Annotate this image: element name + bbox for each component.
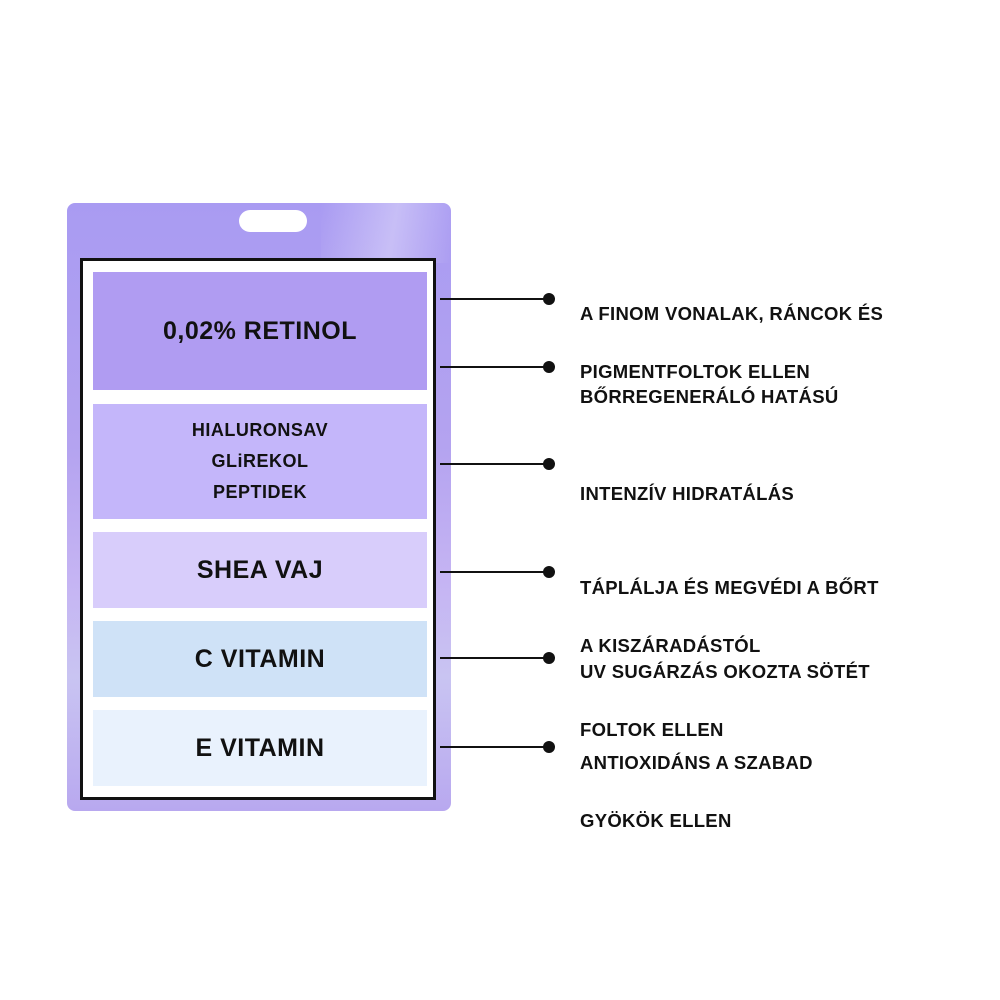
benefit-line: ANTIOXIDÁNS A SZABAD xyxy=(580,752,813,773)
connector-line xyxy=(440,361,555,373)
connector-line xyxy=(440,741,555,753)
ingredient-label: SHEA VAJ xyxy=(196,555,324,584)
ingredient-label: HIALURONSAV xyxy=(191,420,329,440)
connector-line xyxy=(440,652,555,664)
benefit-line: A FINOM VONALAK, RÁNCOK ÉS xyxy=(580,303,884,324)
benefit-line: BŐRREGENERÁLÓ HATÁSÚ xyxy=(580,386,839,407)
benefit-line: PIGMENTFOLTOK ELLEN xyxy=(580,361,811,382)
hang-hole xyxy=(239,210,307,232)
benefit-text: TÁPLÁLJA ÉS MEGVÉDI A BŐRT A KISZÁRADÁST… xyxy=(580,544,940,689)
ingredient-band-retinol: 0,02% RETINOL xyxy=(93,272,427,390)
ingredient-band-vitamin-c: C VITAMIN xyxy=(93,621,427,697)
ingredient-label: C VITAMIN xyxy=(194,644,326,673)
ingredient-band-vitamin-e: E VITAMIN xyxy=(93,710,427,786)
benefit-line: TÁPLÁLJA ÉS MEGVÉDI A BŐRT xyxy=(580,577,879,598)
benefit-line: FOLTOK ELLEN xyxy=(580,719,724,740)
ingredient-label: 0,02% RETINOL xyxy=(162,316,358,345)
connector-line xyxy=(440,293,555,305)
ingredient-label: E VITAMIN xyxy=(195,733,325,762)
ingredient-band-shea: SHEA VAJ xyxy=(93,532,427,608)
connector-line xyxy=(440,458,555,470)
benefit-line: INTENZÍV HIDRATÁLÁS xyxy=(580,483,794,504)
connector-line xyxy=(440,566,555,578)
benefit-line: GYÖKÖK ELLEN xyxy=(580,810,732,831)
benefit-text: BŐRREGENERÁLÓ HATÁSÚ xyxy=(580,353,940,440)
benefit-line: A KISZÁRADÁSTÓL xyxy=(580,635,761,656)
ingredient-band-hyaluronic: HIALURONSAV GLiREKOL PEPTIDEK xyxy=(93,404,427,519)
sachet-sheen xyxy=(321,203,451,263)
benefit-text: ANTIOXIDÁNS A SZABAD GYÖKÖK ELLEN xyxy=(580,719,940,864)
benefit-text: INTENZÍV HIDRATÁLÁS xyxy=(580,450,940,537)
benefit-text: A FINOM VONALAK, RÁNCOK ÉS PIGMENTFOLTOK… xyxy=(580,270,940,415)
benefit-text: UV SUGÁRZÁS OKOZTA SÖTÉT FOLTOK ELLEN xyxy=(580,628,940,773)
ingredient-label: PEPTIDEK xyxy=(212,482,308,502)
benefit-line: UV SUGÁRZÁS OKOZTA SÖTÉT xyxy=(580,661,870,682)
ingredient-label: GLiREKOL xyxy=(211,451,309,471)
